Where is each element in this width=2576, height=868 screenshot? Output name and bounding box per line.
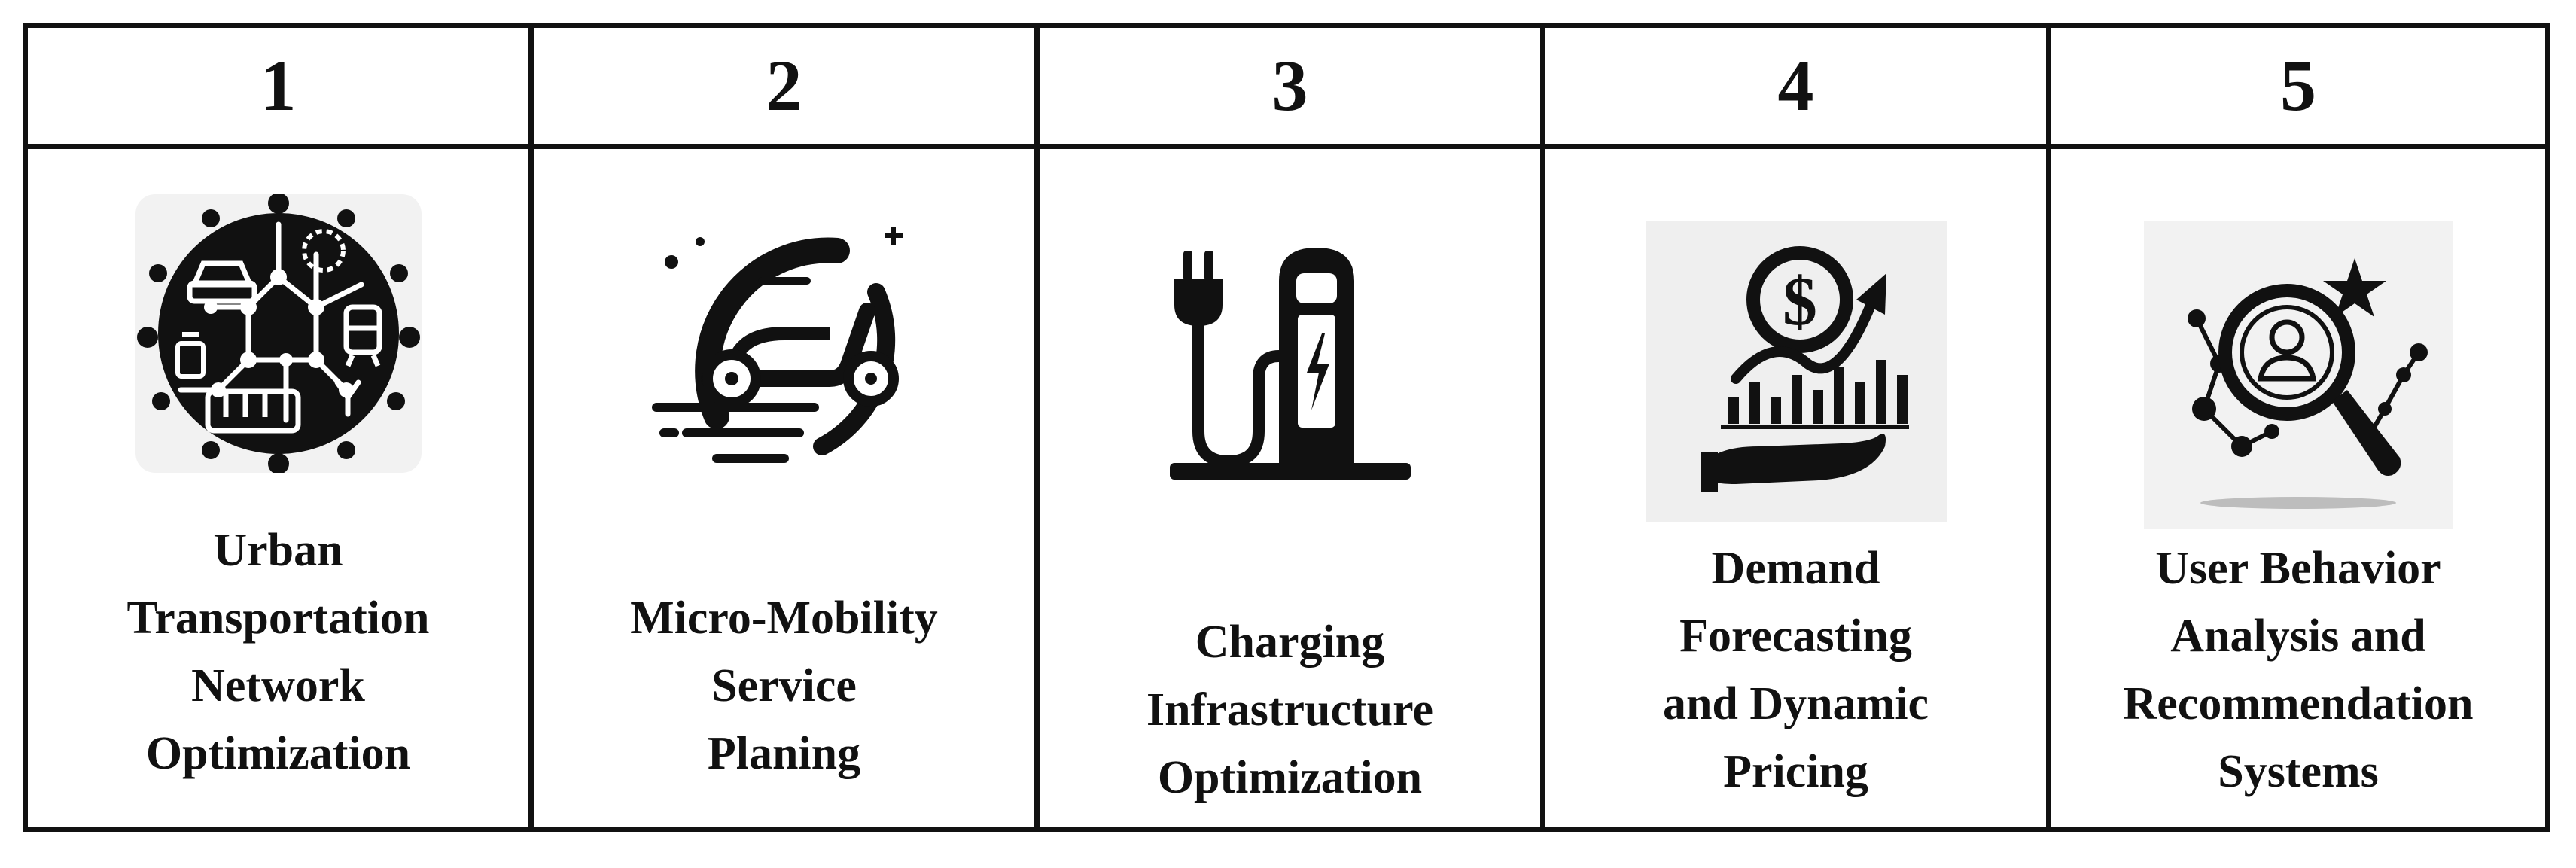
user-analysis-icon [2144, 221, 2453, 529]
column-label: Charging Infrastructure Optimization [1146, 617, 1434, 803]
column-body-2: Micro-Mobility Service Planing [534, 149, 1040, 827]
column-body-3: Charging Infrastructure Optimization [1040, 149, 1545, 827]
column-number: 4 [1777, 45, 1814, 126]
column-label: Demand Forecasting and Dynamic Pricing [1662, 543, 1929, 797]
column-number: 3 [1271, 45, 1308, 126]
column-number: 1 [260, 45, 297, 126]
column-body-5: User Behavior Analysis and Recommendatio… [2051, 149, 2545, 827]
column-label: Urban Transportation Network Optimizatio… [126, 525, 430, 779]
column-label: Micro-Mobility Service Planing [630, 592, 938, 779]
column-number: 5 [2280, 45, 2316, 126]
column-number: 2 [766, 45, 802, 126]
column-body-1: Urban Transportation Network Optimizatio… [28, 149, 534, 827]
concept-grid: 1 2 3 4 5 [23, 23, 2550, 832]
charging-station-icon [1169, 243, 1411, 492]
column-body-4: $ [1545, 149, 2051, 827]
column-header-1: 1 [28, 28, 534, 149]
pricing-forecast-icon: $ [1645, 221, 1947, 522]
column-header-5: 5 [2051, 28, 2545, 149]
column-header-3: 3 [1040, 28, 1545, 149]
scooter-icon [641, 221, 927, 477]
transport-network-icon [135, 194, 422, 473]
svg-text:$: $ [1783, 263, 1817, 340]
column-header-2: 2 [534, 28, 1040, 149]
column-label: User Behavior Analysis and Recommendatio… [2123, 543, 2474, 797]
column-header-4: 4 [1545, 28, 2051, 149]
